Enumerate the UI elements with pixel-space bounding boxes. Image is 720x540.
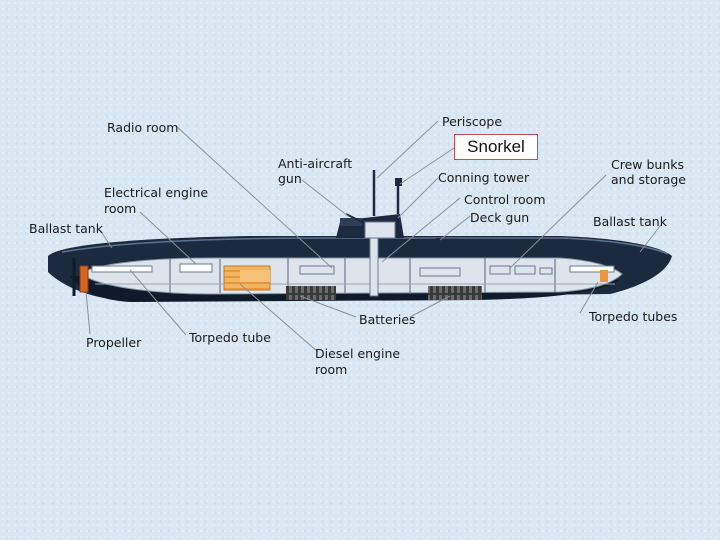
tower-cutaway [364,221,396,239]
propeller-shape [79,265,89,293]
crew-bunks [299,265,553,277]
label-anti-aircraft-gun-1: Anti-aircraft [278,156,353,171]
label-torpedo-tubes: Torpedo tubes [589,309,678,324]
forward-torpedo-tubes [569,265,615,273]
label-anti-aircraft-gun-2: gun [278,171,302,186]
label-electrical-engine-room-1: Electrical engine [104,185,209,200]
snorkel-head [395,178,402,186]
pressure-hull [87,257,623,295]
leader-lines [85,120,665,353]
deck-line [61,237,669,255]
torpedo-head [600,270,608,282]
anti-aircraft-mount [340,218,362,226]
label-diesel-engine-room-2: room [315,362,348,377]
bulkheads [169,258,556,294]
label-control-room: Control room [464,192,546,207]
label-ballast-tank-right: Ballast tank [593,214,667,229]
label-crew-bunks-2: and storage [611,172,686,187]
label-conning-tower: Conning tower [438,170,530,185]
label-electrical-engine-room-2: room [104,201,137,216]
label-ballast-tank-left: Ballast tank [29,221,103,236]
label-torpedo-tube: Torpedo tube [189,330,271,345]
label-diesel-engine-room-1: Diesel engine [315,346,401,361]
label-deck-gun: Deck gun [470,210,530,225]
battery-fwd [428,286,482,300]
label-radio-room: Radio room [107,120,179,135]
deck-gun-shape [430,238,458,246]
label-batteries: Batteries [359,312,416,327]
label-propeller: Propeller [86,335,142,350]
battery-aft [286,286,336,300]
label-crew-bunks-1: Crew bunks [611,157,685,172]
aa-gun-barrel [345,213,363,223]
diesel-engine-2 [240,270,270,282]
label-periscope: Periscope [442,114,503,129]
label-snorkel-highlight: Snorkel [454,134,538,160]
aft-torpedo-tube [91,265,153,273]
electrical-engine [179,263,213,273]
